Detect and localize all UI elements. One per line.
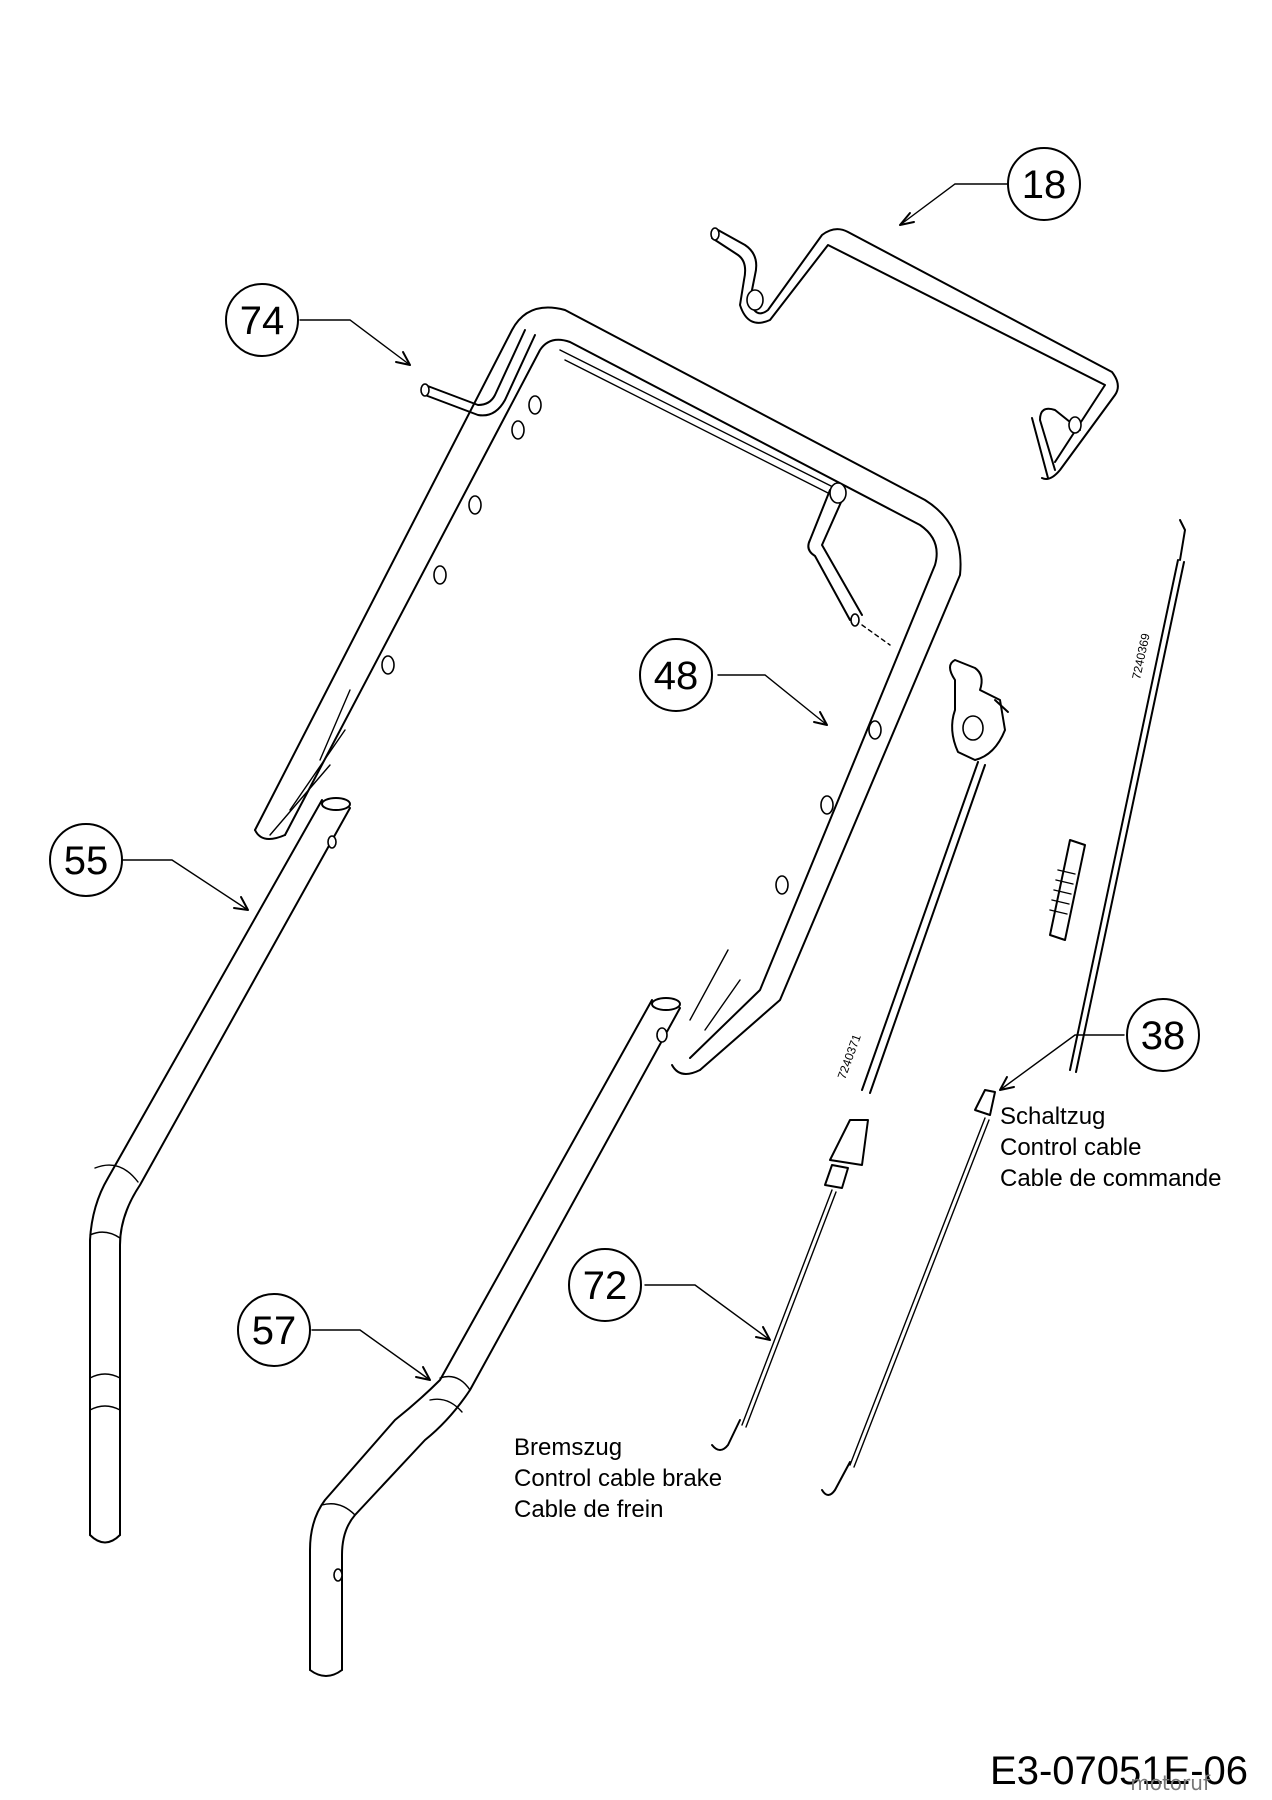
callout-label-55: 55 xyxy=(64,839,109,883)
control-bar-part-18 xyxy=(710,227,1119,480)
svg-text:7240369: 7240369 xyxy=(1129,632,1152,681)
brake-cable-description: Bremszug Control cable brake Cable de fr… xyxy=(514,1434,722,1523)
callout-label-72: 72 xyxy=(583,1264,628,1308)
svg-text:7240371: 7240371 xyxy=(835,1032,864,1081)
callout-74: 74 xyxy=(225,283,299,357)
bar-part-74 xyxy=(420,329,891,646)
callout-18: 18 xyxy=(1007,147,1081,221)
lower-tube-part-55 xyxy=(89,797,351,1544)
shift-cable-label-en: Control cable xyxy=(1000,1134,1141,1161)
callout-48: 48 xyxy=(639,638,713,712)
shift-cable-description: Schaltzug Control cable Cable de command… xyxy=(1000,1103,1221,1192)
watermark: motoruf xyxy=(1130,1771,1211,1795)
callout-55: 55 xyxy=(49,823,123,897)
callout-38: 38 xyxy=(1126,998,1200,1072)
drawing-code: E3-07051E-06 xyxy=(990,1749,1248,1793)
brake-cable-label-fr: Cable de frein xyxy=(514,1496,663,1523)
callout-label-48: 48 xyxy=(654,654,699,698)
callout-label-57: 57 xyxy=(252,1309,297,1353)
callout-label-38: 38 xyxy=(1141,1014,1186,1058)
callout-label-74: 74 xyxy=(240,299,285,343)
shift-cable-label-de: Schaltzug xyxy=(1000,1103,1105,1130)
upper-handle-part-48 xyxy=(254,306,962,1075)
callout-57: 57 xyxy=(237,1293,311,1367)
callout-leaders xyxy=(121,183,1125,1381)
callout-label-18: 18 xyxy=(1022,163,1067,207)
lower-tube-part-57 xyxy=(309,997,681,1677)
callout-72: 72 xyxy=(568,1248,642,1322)
brake-cable-label-de: Bremszug xyxy=(514,1434,622,1461)
shift-cable-label-fr: Cable de commande xyxy=(1000,1165,1221,1192)
brake-cable-label-en: Control cable brake xyxy=(514,1465,722,1492)
brake-cable-part-72: 7240371 xyxy=(711,659,1009,1451)
control-cable-part-38: 7240369 xyxy=(821,519,1186,1496)
